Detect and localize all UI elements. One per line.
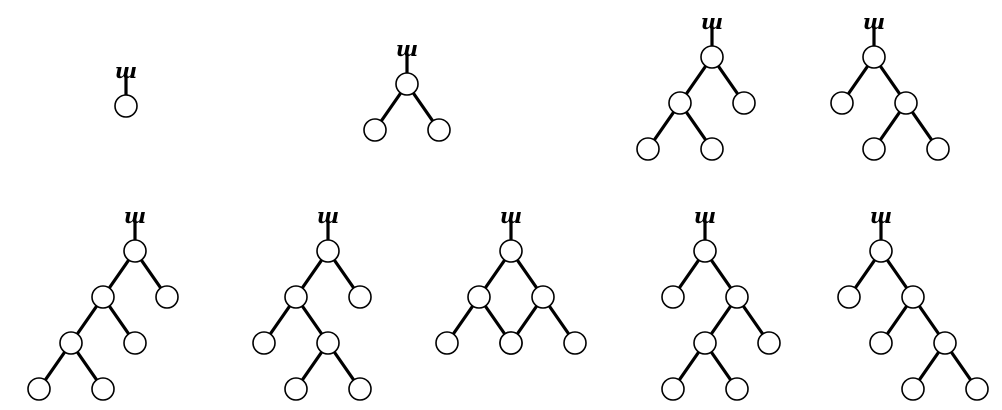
tree-8-node-root xyxy=(693,239,717,263)
tree-7-node-L-L xyxy=(435,331,459,355)
tree-6-node-L xyxy=(284,285,308,309)
tree-4-root-symbol: ш xyxy=(863,9,885,34)
tree-7-root-symbol: ш xyxy=(500,203,522,228)
tree-8-node-L xyxy=(661,285,685,309)
tree-4-node-L xyxy=(830,91,854,115)
tree-3-node-L xyxy=(668,91,692,115)
tree-5-node-root xyxy=(123,239,147,263)
tree-5-node-L-L-L xyxy=(27,377,51,401)
tree-6-node-L-L xyxy=(252,331,276,355)
tree-8-node-R-R xyxy=(757,331,781,355)
tree-3-root-symbol: ш xyxy=(701,9,723,34)
tree-3-node-L-R xyxy=(700,137,724,161)
tree-5-node-L-R xyxy=(123,331,147,355)
tree-6-node-L-R-R xyxy=(348,377,372,401)
tree-4-node-R-L xyxy=(862,137,886,161)
tree-1-root-symbol: ш xyxy=(115,58,137,83)
tree-9-node-root xyxy=(869,239,893,263)
tree-4-node-root xyxy=(862,45,886,69)
tree-5-node-L xyxy=(91,285,115,309)
tree-6-root-symbol: ш xyxy=(317,203,339,228)
tree-6-node-R xyxy=(348,285,372,309)
tree-2-node-L xyxy=(363,118,387,142)
tree-5-node-L-L-R xyxy=(91,377,115,401)
tree-2-node-R xyxy=(427,118,451,142)
tree-9-root-symbol: ш xyxy=(870,203,892,228)
tree-7-node-R-R xyxy=(563,331,587,355)
tree-8-node-R-L-L xyxy=(661,377,685,401)
tree-2-root-symbol: ш xyxy=(396,36,418,61)
tree-9-node-R-L xyxy=(869,331,893,355)
tree-6-node-L-R xyxy=(316,331,340,355)
tree-9-node-R-R xyxy=(933,331,957,355)
tree-9-node-R-R-R xyxy=(965,377,989,401)
tree-7-node-R-L xyxy=(499,331,523,355)
tree-4-node-R-R xyxy=(926,137,950,161)
tree-6-node-L-R-L xyxy=(284,377,308,401)
tree-8-node-R-L xyxy=(693,331,717,355)
tree-5-root-symbol: ш xyxy=(124,203,146,228)
tree-7-node-R xyxy=(531,285,555,309)
tree-7-node-L xyxy=(467,285,491,309)
tree-4-node-R xyxy=(894,91,918,115)
tree-8-node-R-L-R xyxy=(725,377,749,401)
tree-6-node-root xyxy=(316,239,340,263)
tree-2-node-root xyxy=(395,72,419,96)
tree-8-node-R xyxy=(725,285,749,309)
tree-9-node-R-R-L xyxy=(901,377,925,401)
tree-3-node-L-L xyxy=(636,137,660,161)
tree-9-node-R xyxy=(901,285,925,309)
tree-3-node-root xyxy=(700,45,724,69)
tree-1-node-root xyxy=(114,94,138,118)
tree-3-node-R xyxy=(732,91,756,115)
tree-7-node-root xyxy=(499,239,523,263)
tree-5-node-L-L xyxy=(59,331,83,355)
tree-5-node-R xyxy=(155,285,179,309)
tree-9-node-L xyxy=(837,285,861,309)
tree-8-root-symbol: ш xyxy=(694,203,716,228)
